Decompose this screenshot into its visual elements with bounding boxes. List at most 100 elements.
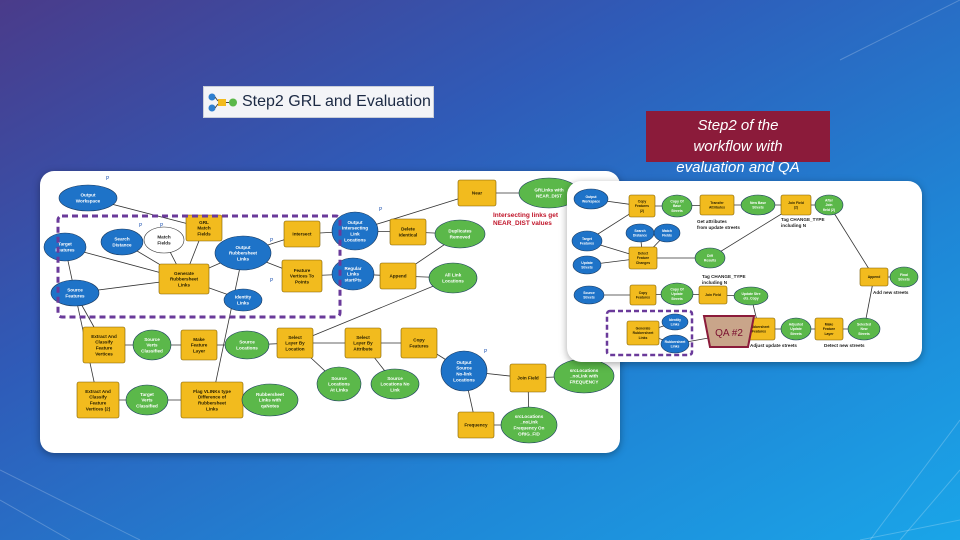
node-label: Locations (442, 279, 464, 284)
param-marker: P (379, 207, 383, 213)
variable-ellipse (572, 255, 602, 275)
node-label: Make (825, 323, 834, 327)
node-label: Update (790, 327, 802, 331)
node-r-update-streets-copy[interactable]: Update Streets_Copy (733, 286, 769, 306)
output-ellipse (733, 286, 769, 306)
tool-box (276, 327, 314, 359)
node-join-field[interactable]: Join Field (509, 363, 547, 393)
tool-box (158, 263, 210, 295)
node-label: Update (581, 261, 593, 265)
node-r-join-field[interactable]: Join Field(2) (780, 194, 812, 216)
param-marker: P (160, 223, 164, 229)
variable-ellipse (331, 211, 379, 251)
variable-ellipse (440, 350, 488, 392)
node-append[interactable]: Append (379, 262, 417, 290)
node-label: Links (206, 406, 218, 411)
param-marker: P (106, 176, 110, 182)
variable-ellipse (331, 257, 375, 291)
intersect-annotation: Intersecting links get (493, 212, 559, 219)
node-label: Fields (197, 231, 211, 236)
output-ellipse (428, 262, 478, 294)
node-label: GRLinks with (534, 188, 564, 193)
tag-change-annotation-a: including N (781, 223, 807, 228)
tool-box (400, 327, 438, 359)
output-ellipse (316, 366, 362, 402)
adjust-annotation: Adjust update streets (750, 343, 797, 348)
node-label: _noLink (519, 420, 538, 425)
node-label: Workspace (582, 199, 600, 203)
node-intersect[interactable]: Intersect (283, 220, 321, 248)
node-r-append[interactable]: Append (859, 267, 889, 287)
node-label: Generate (174, 271, 194, 276)
node-label: After (825, 199, 834, 203)
node-label: qaNotes (261, 403, 280, 408)
node-near[interactable]: Near (457, 179, 497, 207)
node-label: Link (390, 387, 400, 392)
node-label: Feature (96, 346, 113, 351)
node-label: Features (55, 248, 75, 253)
node-label: Identity (669, 318, 681, 322)
node-frequency[interactable]: Frequency (457, 411, 495, 439)
output-ellipse (370, 368, 420, 400)
node-r-join-field-b[interactable]: Join Field (698, 285, 728, 305)
node-label: Target (582, 237, 593, 241)
node-label: Source (144, 337, 160, 342)
node-label: Join Field (517, 376, 539, 381)
node-label: Streets (858, 332, 870, 336)
